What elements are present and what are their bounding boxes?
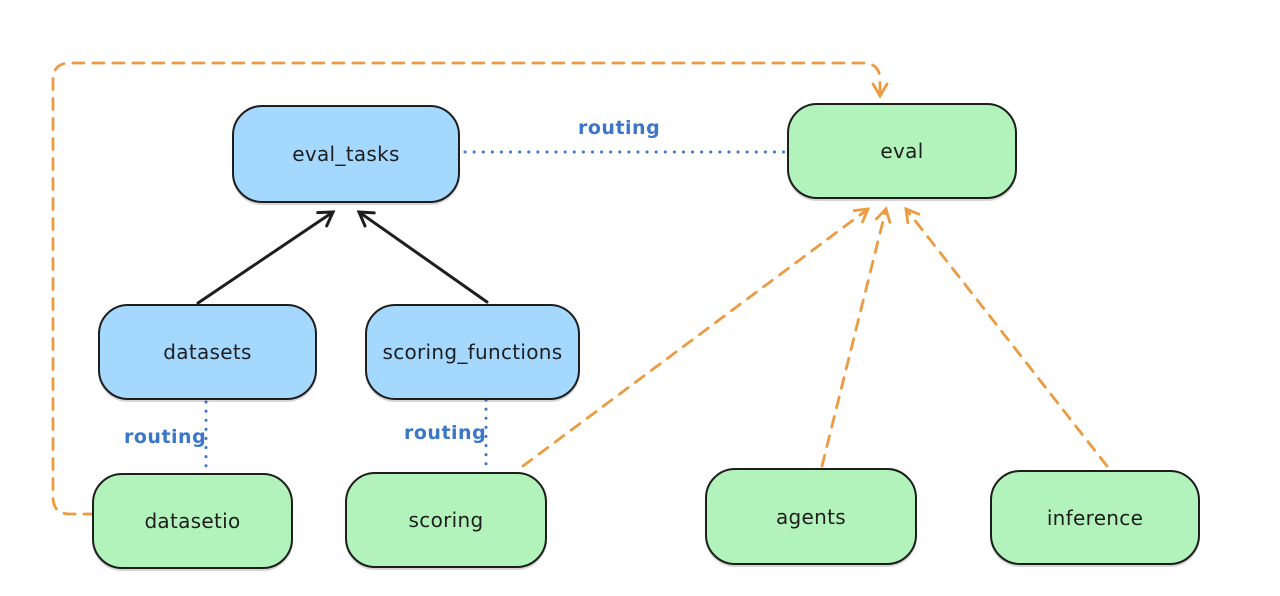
edge-datasets-to-eval-tasks: [196, 210, 336, 305]
node-inference-label: inference: [1046, 505, 1144, 530]
node-eval-tasks-label: eval_tasks: [292, 142, 400, 166]
routing-label-scoring-functions-scoring: routing: [404, 422, 487, 444]
node-datasetio: datasetio: [92, 473, 293, 569]
edge-datasetio-to-eval-loop: [51, 61, 889, 516]
node-scoring: scoring: [345, 472, 547, 568]
node-datasets-label: datasets: [163, 340, 252, 364]
node-scoring-functions-label: scoring_functions: [382, 340, 563, 364]
node-eval-label: eval: [880, 139, 924, 163]
node-eval: eval: [787, 103, 1017, 199]
edge-scoring-functions-to-eval-tasks: [356, 210, 489, 304]
edge-scoring-to-eval: [521, 207, 871, 468]
edge-inference-to-eval: [904, 206, 1109, 468]
node-scoring-label: scoring: [408, 508, 484, 532]
node-inference: inference: [990, 470, 1200, 565]
routing-label-datasets-datasetio: routing: [124, 426, 207, 448]
node-datasetio-label: datasetio: [144, 509, 241, 533]
node-eval-tasks: eval_tasks: [232, 105, 460, 203]
edge-agents-to-eval: [820, 206, 892, 468]
node-scoring-functions: scoring_functions: [365, 304, 580, 400]
node-datasets: datasets: [98, 304, 317, 400]
routing-label-eval-tasks-eval: routing: [578, 117, 661, 139]
node-agents: agents: [705, 468, 917, 565]
node-agents-label: agents: [776, 504, 846, 529]
